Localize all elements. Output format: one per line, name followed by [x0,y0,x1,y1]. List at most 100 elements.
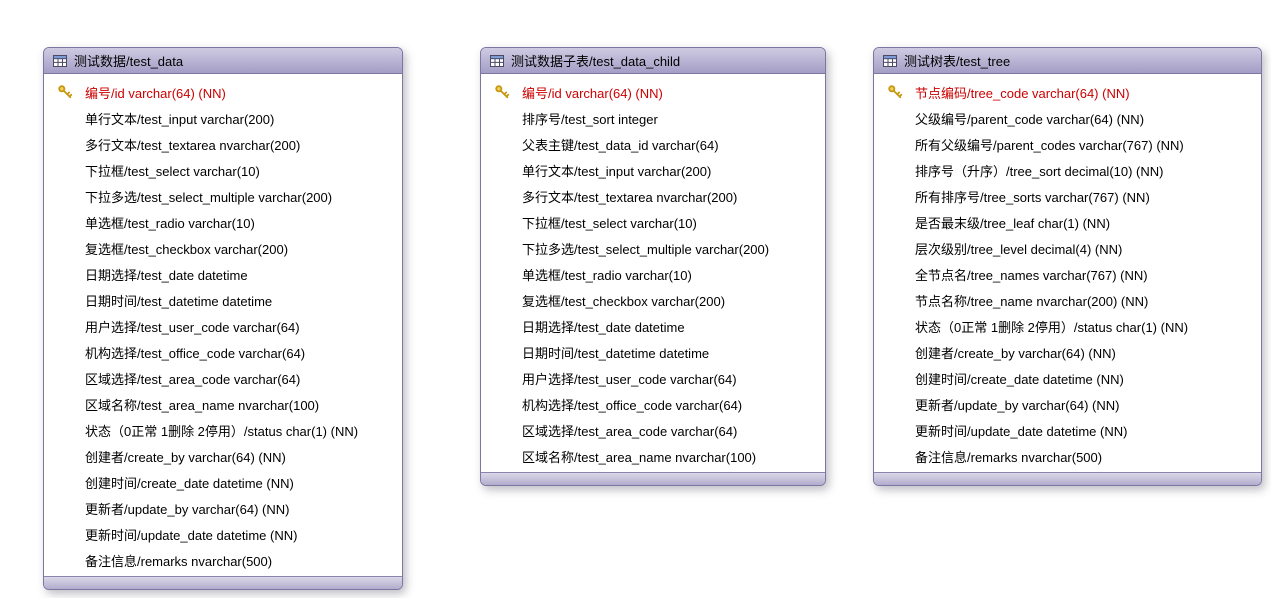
field-label: 单行文本/test_input varchar(200) [85,111,275,127]
field-row[interactable]: 父级编号/parent_code varchar(64) (NN) [874,105,1261,131]
table-footer [874,472,1261,485]
field-label: 单选框/test_radio varchar(10) [85,215,255,231]
field-label: 更新者/update_by varchar(64) (NN) [915,397,1120,413]
field-row[interactable]: 区域名称/test_area_name nvarchar(100) [481,443,825,469]
field-label: 备注信息/remarks nvarchar(500) [85,553,273,569]
field-row[interactable]: 单行文本/test_input varchar(200) [481,157,825,183]
field-label: 机构选择/test_office_code varchar(64) [522,397,743,413]
field-label: 创建者/create_by varchar(64) (NN) [915,345,1116,361]
field-label: 状态（0正常 1删除 2停用）/status char(1) (NN) [85,423,359,439]
field-row[interactable]: 下拉多选/test_select_multiple varchar(200) [481,235,825,261]
field-row[interactable]: 创建时间/create_date datetime (NN) [44,469,402,495]
table-header[interactable]: 测试数据子表/test_data_child [481,48,825,74]
field-row[interactable]: 区域名称/test_area_name nvarchar(100) [44,391,402,417]
field-row[interactable]: 状态（0正常 1删除 2停用）/status char(1) (NN) [874,313,1261,339]
table-fields: 编号/id varchar(64) (NN) 单行文本/test_input va… [44,74,402,576]
field-row[interactable]: 全节点名/tree_names varchar(767) (NN) [874,261,1261,287]
table-fields: 节点编码/tree_code varchar(64) (NN) 父级编号/pare… [874,74,1261,472]
field-label: 用户选择/test_user_code varchar(64) [85,319,300,335]
field-row[interactable]: 机构选择/test_office_code varchar(64) [481,391,825,417]
field-label: 日期时间/test_datetime datetime [522,345,710,361]
field-row[interactable]: 复选框/test_checkbox varchar(200) [44,235,402,261]
field-row[interactable]: 区域选择/test_area_code varchar(64) [481,417,825,443]
key-icon [481,84,522,100]
field-row[interactable]: 用户选择/test_user_code varchar(64) [481,365,825,391]
field-label: 更新者/update_by varchar(64) (NN) [85,501,290,517]
field-row[interactable]: 下拉框/test_select varchar(10) [44,157,402,183]
field-row[interactable]: 状态（0正常 1删除 2停用）/status char(1) (NN) [44,417,402,443]
field-row[interactable]: 区域选择/test_area_code varchar(64) [44,365,402,391]
field-row[interactable]: 日期选择/test_date datetime [44,261,402,287]
field-row[interactable]: 更新者/update_by varchar(64) (NN) [44,495,402,521]
field-row[interactable]: 下拉框/test_select varchar(10) [481,209,825,235]
field-row[interactable]: 多行文本/test_textarea nvarchar(200) [44,131,402,157]
field-row[interactable]: 日期时间/test_datetime datetime [44,287,402,313]
field-row[interactable]: 日期选择/test_date datetime [481,313,825,339]
field-label: 更新时间/update_date datetime (NN) [915,423,1128,439]
field-row[interactable]: 复选框/test_checkbox varchar(200) [481,287,825,313]
field-row[interactable]: 更新时间/update_date datetime (NN) [874,417,1261,443]
table-footer [481,472,825,485]
field-label: 父级编号/parent_code varchar(64) (NN) [915,111,1145,127]
field-label: 节点编码/tree_code varchar(64) (NN) [915,85,1130,101]
field-row[interactable]: 单选框/test_radio varchar(10) [481,261,825,287]
field-row[interactable]: 备注信息/remarks nvarchar(500) [44,547,402,573]
table-test_data_child[interactable]: 测试数据子表/test_data_child 编号/id varchar(64)… [480,47,826,486]
field-row[interactable]: 是否最末级/tree_leaf char(1) (NN) [874,209,1261,235]
field-label: 创建时间/create_date datetime (NN) [915,371,1124,387]
field-row[interactable]: 下拉多选/test_select_multiple varchar(200) [44,183,402,209]
field-label: 状态（0正常 1删除 2停用）/status char(1) (NN) [915,319,1189,335]
field-row-primary-key[interactable]: 编号/id varchar(64) (NN) [481,79,825,105]
field-label: 区域选择/test_area_code varchar(64) [85,371,301,387]
field-label: 更新时间/update_date datetime (NN) [85,527,298,543]
field-label: 编号/id varchar(64) (NN) [522,85,663,101]
field-row[interactable]: 创建者/create_by varchar(64) (NN) [44,443,402,469]
table-title: 测试数据/test_data [74,54,184,69]
field-label: 日期选择/test_date datetime [522,319,685,335]
table-title: 测试数据子表/test_data_child [511,54,681,69]
table-icon [53,54,67,67]
field-row[interactable]: 单行文本/test_input varchar(200) [44,105,402,131]
field-row[interactable]: 排序号/test_sort integer [481,105,825,131]
key-icon [44,84,85,100]
field-label: 全节点名/tree_names varchar(767) (NN) [915,267,1148,283]
field-label: 单行文本/test_input varchar(200) [522,163,712,179]
table-header[interactable]: 测试数据/test_data [44,48,402,74]
field-row-primary-key[interactable]: 编号/id varchar(64) (NN) [44,79,402,105]
field-row[interactable]: 备注信息/remarks nvarchar(500) [874,443,1261,469]
field-row[interactable]: 父表主键/test_data_id varchar(64) [481,131,825,157]
field-label: 下拉框/test_select varchar(10) [85,163,260,179]
table-icon [490,54,504,67]
field-label: 多行文本/test_textarea nvarchar(200) [522,189,738,205]
field-label: 日期时间/test_datetime datetime [85,293,273,309]
table-header[interactable]: 测试树表/test_tree [874,48,1261,74]
key-icon [874,84,915,100]
field-row[interactable]: 所有父级编号/parent_codes varchar(767) (NN) [874,131,1261,157]
field-label: 复选框/test_checkbox varchar(200) [85,241,289,257]
field-row[interactable]: 创建时间/create_date datetime (NN) [874,365,1261,391]
field-row[interactable]: 所有排序号/tree_sorts varchar(767) (NN) [874,183,1261,209]
field-row[interactable]: 多行文本/test_textarea nvarchar(200) [481,183,825,209]
field-label: 下拉多选/test_select_multiple varchar(200) [522,241,770,257]
field-row[interactable]: 节点名称/tree_name nvarchar(200) (NN) [874,287,1261,313]
table-test_data[interactable]: 测试数据/test_data 编号/id varchar(64) (NN) 单行文… [43,47,403,590]
table-fields: 编号/id varchar(64) (NN) 排序号/test_sort inte… [481,74,825,472]
field-label: 创建时间/create_date datetime (NN) [85,475,294,491]
field-row[interactable]: 排序号（升序）/tree_sort decimal(10) (NN) [874,157,1261,183]
field-label: 复选框/test_checkbox varchar(200) [522,293,726,309]
field-row[interactable]: 更新者/update_by varchar(64) (NN) [874,391,1261,417]
field-row[interactable]: 单选框/test_radio varchar(10) [44,209,402,235]
table-test_tree[interactable]: 测试树表/test_tree 节点编码/tree_code varchar(64… [873,47,1262,486]
field-row[interactable]: 层次级别/tree_level decimal(4) (NN) [874,235,1261,261]
field-row[interactable]: 用户选择/test_user_code varchar(64) [44,313,402,339]
field-label: 父表主键/test_data_id varchar(64) [522,137,719,153]
field-row-primary-key[interactable]: 节点编码/tree_code varchar(64) (NN) [874,79,1261,105]
field-row[interactable]: 机构选择/test_office_code varchar(64) [44,339,402,365]
field-row[interactable]: 创建者/create_by varchar(64) (NN) [874,339,1261,365]
field-label: 日期选择/test_date datetime [85,267,248,283]
field-row[interactable]: 更新时间/update_date datetime (NN) [44,521,402,547]
field-label: 备注信息/remarks nvarchar(500) [915,449,1103,465]
field-row[interactable]: 日期时间/test_datetime datetime [481,339,825,365]
